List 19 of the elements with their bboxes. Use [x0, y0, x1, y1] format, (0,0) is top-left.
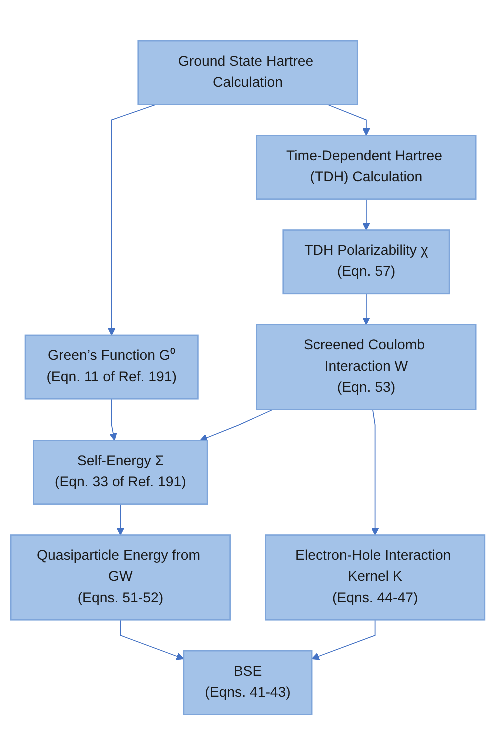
arrow	[312, 619, 376, 660]
arrow	[362, 198, 370, 230]
arrow	[110, 398, 118, 441]
arrow	[120, 619, 184, 660]
node-box: Electron-Hole Interaction Kernel K (Eqns. 44-47)	[265, 534, 486, 620]
arrow	[371, 408, 380, 536]
node-box: Screened Coulomb Interaction W (Eqn. 53)	[256, 324, 477, 410]
node-box: TDH Polarizability χ (Eqn. 57)	[282, 229, 450, 294]
arrow	[362, 293, 370, 325]
arrow	[327, 104, 370, 136]
arrow	[108, 104, 157, 336]
node-box: Ground State Hartree Calculation	[138, 40, 358, 105]
node-box: Quasiparticle Energy from GW (Eqns. 51-52)	[10, 534, 231, 620]
node-box: BSE (Eqns. 41-43)	[183, 650, 313, 715]
node-box: Green’s Function G⁰ (Eqn. 11 of Ref. 191)	[24, 334, 199, 400]
node-box: Self-Energy Σ (Eqn. 33 of Ref. 191)	[33, 440, 208, 505]
node-box: Time-Dependent Hartree (TDH) Calculation	[256, 134, 477, 200]
arrow	[116, 503, 125, 536]
arrow	[200, 408, 274, 442]
